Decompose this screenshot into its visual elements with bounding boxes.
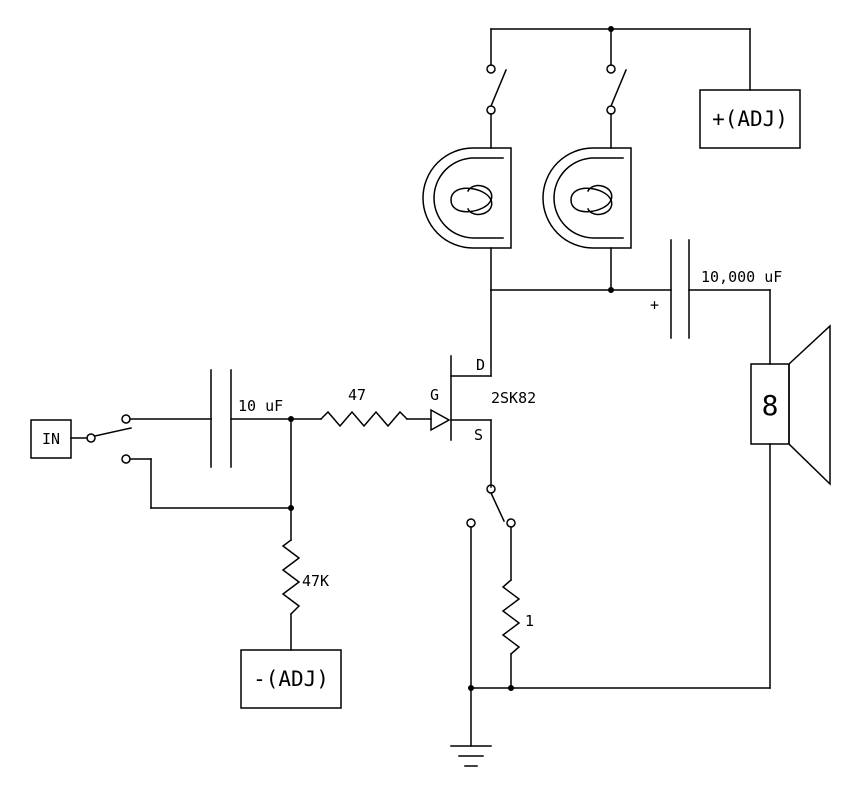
negative-supply-label: -(ADJ) — [253, 667, 329, 691]
source-switch — [466, 484, 516, 689]
gate-resistor-label: 47 — [348, 386, 366, 404]
input-switch — [86, 414, 292, 509]
jfet-transistor: D G S 2SK82 — [430, 355, 536, 488]
positive-supply-label: +(ADJ) — [712, 107, 788, 131]
gate-resistor: 47 — [319, 386, 432, 428]
ground-symbol — [450, 745, 492, 767]
negative-supply-box: -(ADJ) — [240, 649, 342, 709]
input-box: IN — [30, 419, 88, 459]
output-capacitor-plus: + — [650, 296, 659, 314]
speaker-impedance: 8 — [762, 389, 779, 422]
drain-node — [490, 287, 672, 377]
bias-resistor-label: 47K — [302, 572, 329, 590]
input-capacitor: 10 uF — [210, 369, 322, 468]
input-capacitor-label: 10 uF — [238, 397, 283, 415]
lamp-switch-left — [486, 64, 507, 149]
transistor-label: 2SK82 — [491, 389, 536, 407]
gate-label: G — [430, 386, 439, 404]
drain-label: D — [476, 356, 485, 374]
bias-resistor: 47K — [281, 538, 329, 651]
source-resistor-label: 1 — [525, 612, 534, 630]
top-supply-rail — [490, 26, 751, 91]
speaker: 8 — [750, 324, 831, 689]
source-resistor: 1 — [501, 578, 534, 689]
lamp-left — [422, 147, 512, 291]
ground-rail — [468, 685, 771, 747]
input-label: IN — [42, 430, 60, 448]
lamp-switch-right — [606, 64, 627, 149]
output-capacitor-label: 10,000 uF — [701, 268, 782, 286]
output-capacitor: + 10,000 uF — [650, 239, 782, 365]
lamp-right — [542, 147, 632, 291]
source-label: S — [474, 426, 483, 444]
bias-node — [288, 416, 294, 541]
positive-supply-box: +(ADJ) — [699, 89, 801, 149]
